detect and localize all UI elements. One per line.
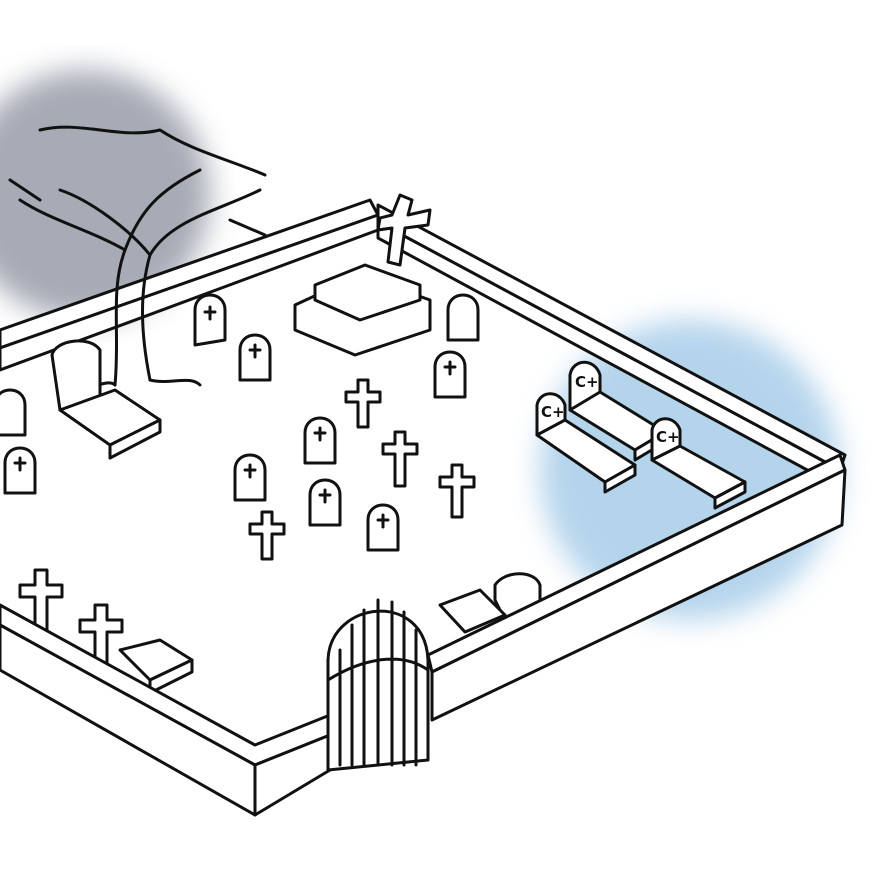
tombstone-label: C+ <box>575 373 599 391</box>
front-wall <box>0 453 847 817</box>
tombstone-label: C+ <box>656 428 680 446</box>
front-left-graves <box>18 568 194 695</box>
c-plus-graves: C+ C+ C+ <box>535 360 747 510</box>
cross-markers <box>248 378 476 561</box>
tree <box>8 125 267 392</box>
gray-watercolor-blob <box>0 70 210 320</box>
back-wall <box>0 198 847 487</box>
central-monument <box>293 193 432 357</box>
headstones <box>0 293 480 552</box>
tombstone-label: C+ <box>541 403 565 421</box>
c-plus-grave: C+ <box>535 392 637 494</box>
c-plus-grave: C+ <box>650 417 747 510</box>
front-right-grave <box>438 572 542 634</box>
iron-gate[interactable] <box>326 598 430 772</box>
left-slab-grave <box>50 339 162 460</box>
